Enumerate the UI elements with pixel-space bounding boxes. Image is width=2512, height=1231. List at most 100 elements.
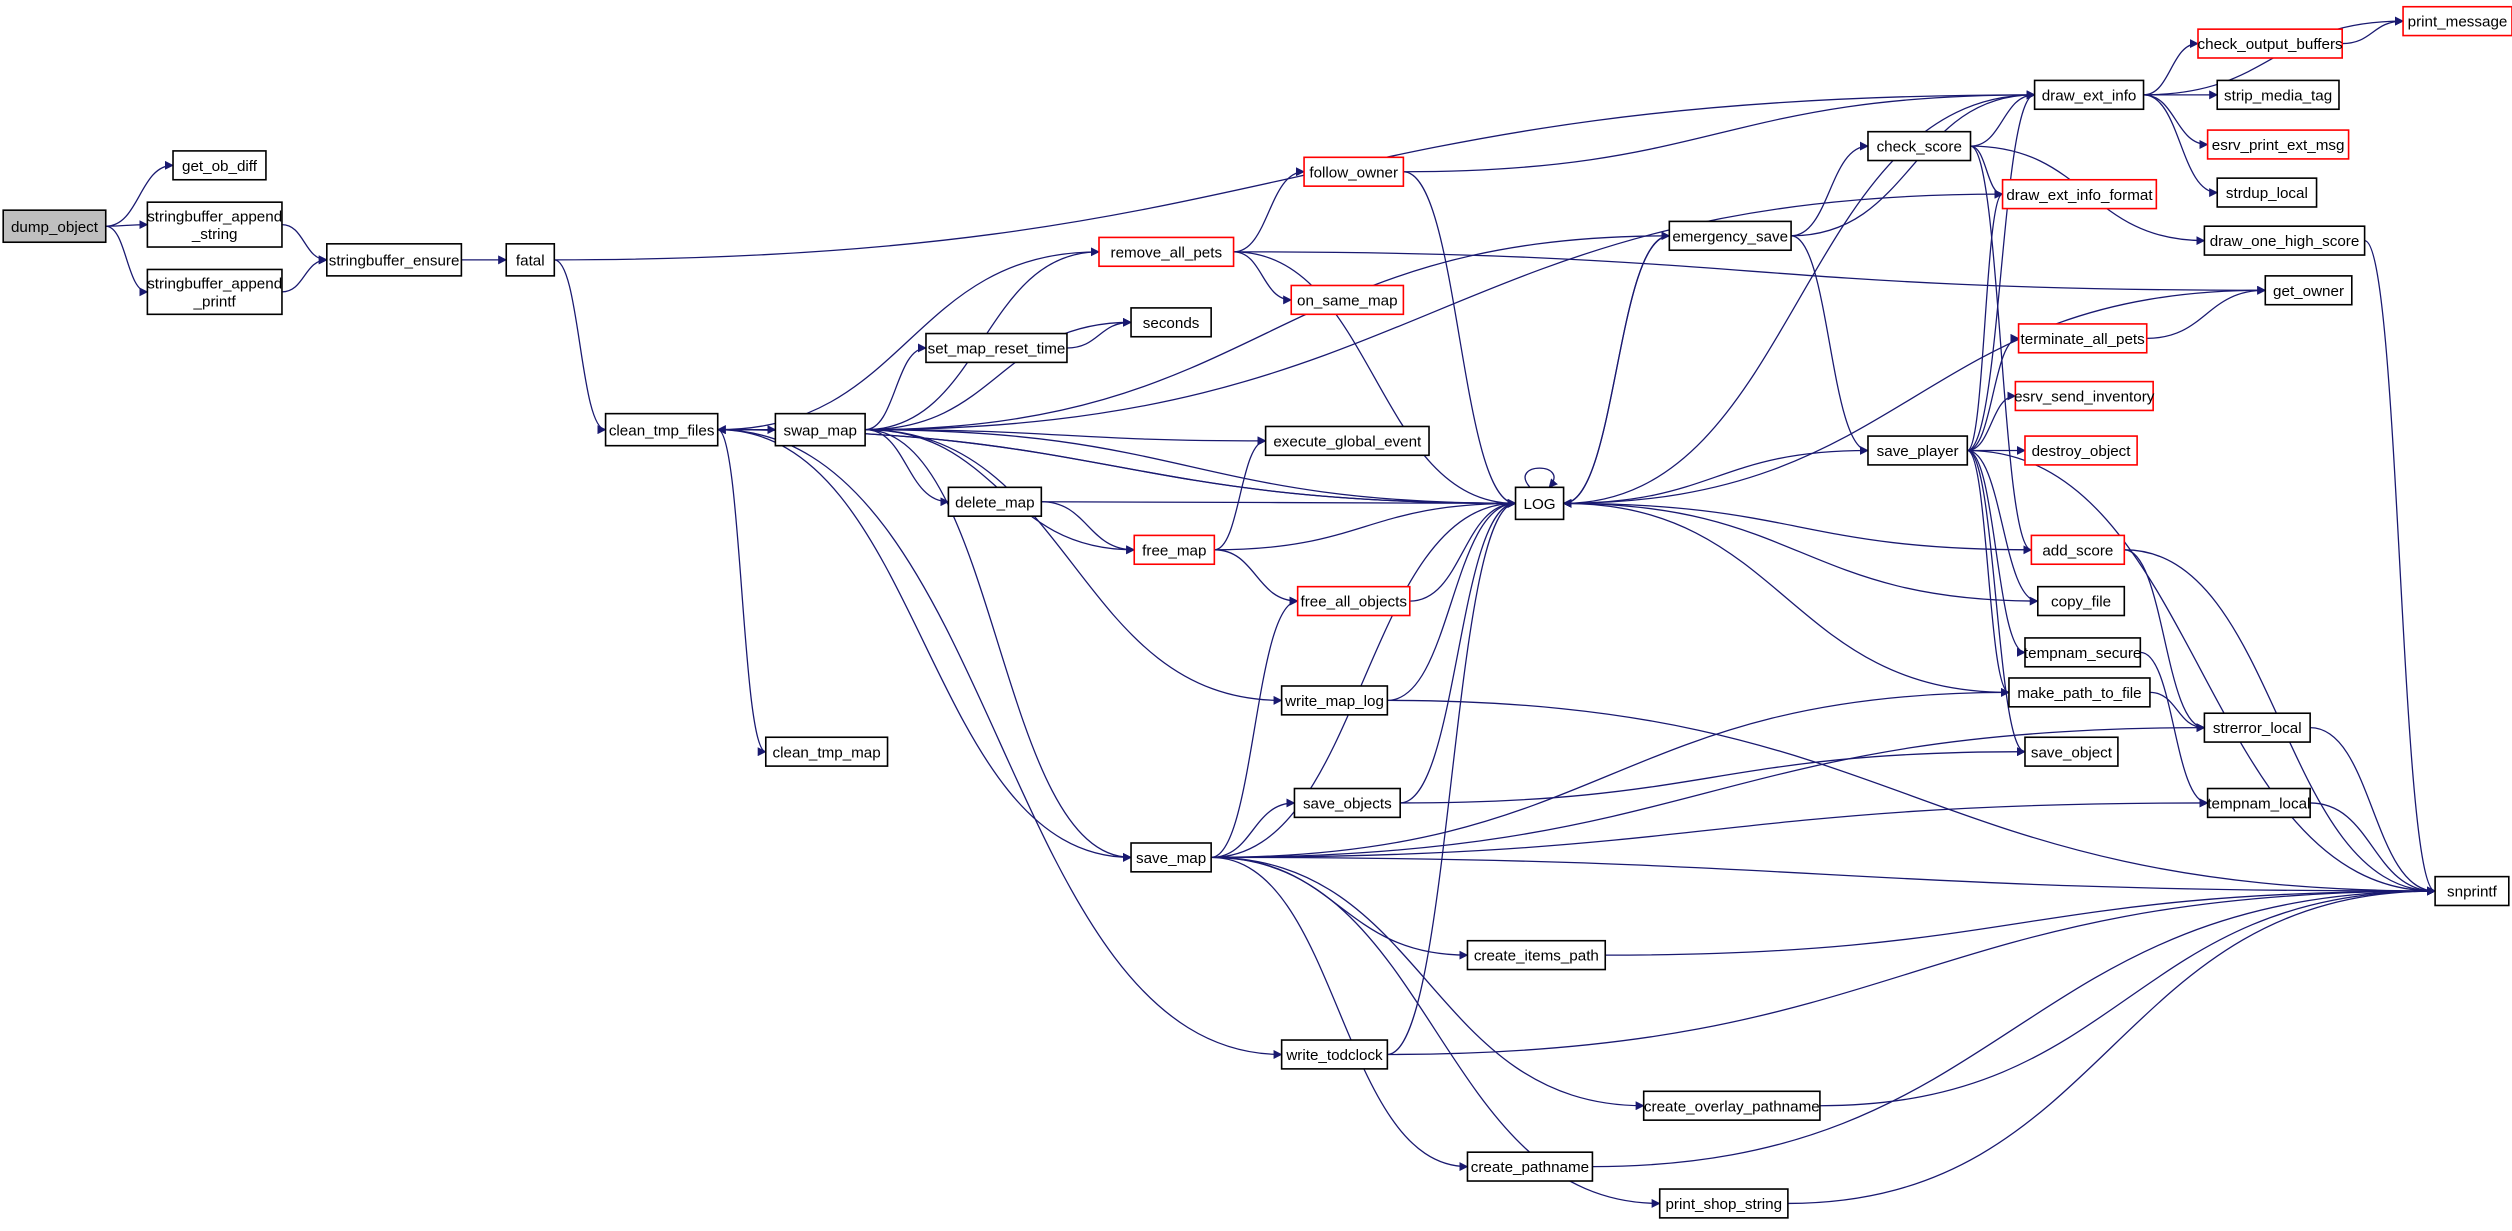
node-box [2, 209, 107, 244]
node-sb_append_printf[interactable]: stringbuffer_append_printf [146, 268, 283, 316]
edge-fatal-to-clean_tmp_files [554, 259, 607, 435]
node-box [2014, 380, 2154, 412]
edge-check_output_buffers-to-print_message [2342, 16, 2404, 45]
node-clean_tmp_map[interactable]: clean_tmp_map [764, 736, 889, 767]
node-label: strip_media_tag [2224, 87, 2332, 104]
node-set_map_reset_time[interactable]: set_map_reset_time [925, 332, 1068, 364]
node-box [2008, 677, 2151, 708]
node-write_todclock[interactable]: write_todclock [1280, 1039, 1389, 1070]
node-strerror_local[interactable]: strerror_local [2203, 712, 2311, 743]
node-free_map[interactable]: free_map [1133, 534, 1216, 566]
node-clean_tmp_files[interactable]: clean_tmp_files [604, 412, 719, 447]
edge-delete_map-to-LOG [1041, 498, 1517, 508]
node-terminate_all_pets[interactable]: terminate_all_pets [2017, 323, 2148, 354]
node-copy_file[interactable]: copy_file [2036, 585, 2126, 617]
node-box [2036, 585, 2126, 617]
edge-clean_tmp_files-to-save_map [717, 429, 1132, 862]
edge-save_map-to-make_path_to_file [1211, 687, 2010, 859]
edge-add_score-to-strerror_local [2124, 549, 2206, 733]
node-strdup_local[interactable]: strdup_local [2216, 177, 2318, 208]
node-draw_ext_info_format[interactable]: draw_ext_info_format [2001, 178, 2158, 210]
node-delete_map[interactable]: delete_map [947, 486, 1043, 517]
node-esrv_send_inventory[interactable]: esrv_send_inventory [2014, 380, 2155, 412]
node-snprintf[interactable]: snprintf [2434, 875, 2510, 907]
node-destroy_object[interactable]: destroy_object [2024, 435, 2138, 466]
node-esrv_print_ext_msg[interactable]: esrv_print_ext_msg [2206, 129, 2350, 160]
node-on_same_map[interactable]: on_same_map [1290, 284, 1405, 316]
edge-dump_object-to-get_ob_diff [105, 160, 174, 227]
edge-dump_object-to-sb_append_printf [105, 225, 149, 297]
node-label: stringbuffer_append [147, 276, 282, 293]
node-label: strerror_local [2213, 720, 2302, 737]
node-dump_object[interactable]: dump_object [2, 209, 107, 244]
node-follow_owner[interactable]: follow_owner [1303, 156, 1405, 187]
node-label: emergency_save [1672, 228, 1788, 245]
node-tempnam_secure[interactable]: tempnam_secure [2024, 637, 2141, 668]
node-emergency_save[interactable]: emergency_save [1668, 220, 1792, 252]
node-label: check_score [1877, 139, 1962, 156]
node-print_shop_string[interactable]: print_shop_string [1658, 1188, 1789, 1219]
edge-dump_object-to-sb_append_string [105, 220, 149, 230]
node-fatal[interactable]: fatal [505, 243, 556, 277]
node-box [2206, 787, 2311, 819]
node-box [1867, 130, 1972, 162]
node-save_player[interactable]: save_player [1867, 435, 1969, 466]
node-swap_map[interactable]: swap_map [774, 412, 866, 447]
edge-save_map-to-free_all_objects [1211, 596, 1299, 859]
node-create_overlay_pathname[interactable]: create_overlay_pathname [1642, 1090, 1821, 1121]
node-label: copy_file [2051, 594, 2111, 611]
node-make_path_to_file[interactable]: make_path_to_file [2008, 677, 2151, 708]
node-execute_global_event[interactable]: execute_global_event [1264, 425, 1430, 457]
edge-check_score-to-draw_ext_info_format [1970, 145, 2004, 199]
node-draw_one_high_score[interactable]: draw_one_high_score [2203, 225, 2366, 256]
node-print_message[interactable]: print_message [2402, 5, 2512, 37]
edge-save_player-to-draw_ext_info_format [1966, 189, 2004, 452]
node-label: fatal [516, 252, 545, 269]
edge-save_map-to-snprintf [1211, 856, 2436, 896]
edge-remove_all_pets-to-on_same_map [1233, 251, 1293, 305]
edge-swap_map-to-emergency_save [865, 231, 1671, 431]
node-label: make_path_to_file [2017, 685, 2141, 702]
node-save_map[interactable]: save_map [1130, 842, 1212, 873]
node-label: stringbuffer_append [147, 208, 282, 225]
node-save_objects[interactable]: save_objects [1293, 787, 1401, 819]
edge-make_path_to_file-to-LOG [1562, 498, 2009, 694]
node-label: destroy_object [2032, 443, 2132, 460]
node-tempnam_local[interactable]: tempnam_local [2206, 787, 2311, 819]
node-box [2197, 28, 2343, 59]
node-get_owner[interactable]: get_owner [2264, 275, 2353, 306]
node-draw_ext_info[interactable]: draw_ext_info [2033, 79, 2145, 111]
node-write_map_log[interactable]: write_map_log [1280, 685, 1389, 716]
node-strip_media_tag[interactable]: strip_media_tag [2216, 79, 2340, 111]
node-free_all_objects[interactable]: free_all_objects [1296, 585, 1411, 617]
node-box [1290, 284, 1405, 316]
node-create_pathname[interactable]: create_pathname [1466, 1151, 1594, 1182]
node-label: save_map [1136, 850, 1206, 867]
edge-strerror_local-to-snprintf [2310, 727, 2436, 896]
node-check_output_buffers[interactable]: check_output_buffers [2197, 28, 2343, 59]
node-label: add_score [2042, 542, 2113, 559]
node-create_items_path[interactable]: create_items_path [1466, 939, 1607, 971]
node-sb_append_string[interactable]: stringbuffer_append_string [146, 201, 283, 248]
edge-delete_map-to-free_map [1041, 501, 1136, 555]
node-box [2264, 275, 2353, 306]
node-save_object[interactable]: save_object [2024, 736, 2119, 767]
node-LOG[interactable]: LOG [1514, 486, 1565, 521]
node-get_ob_diff[interactable]: get_ob_diff [172, 150, 267, 181]
node-add_score[interactable]: add_score [2030, 534, 2126, 566]
node-box [1466, 939, 1607, 971]
node-box [764, 736, 889, 767]
node-label: create_pathname [1471, 1159, 1589, 1176]
node-check_score[interactable]: check_score [1867, 130, 1972, 162]
node-remove_all_pets[interactable]: remove_all_pets [1098, 236, 1235, 268]
node-label: _string [191, 226, 238, 243]
node-box [1098, 236, 1235, 268]
node-label: write_map_log [1284, 693, 1384, 710]
node-label: clean_tmp_files [609, 422, 715, 439]
node-sb_ensure[interactable]: stringbuffer_ensure [326, 243, 463, 277]
edge-LOG-to-clean_tmp_files [716, 425, 1516, 504]
node-label: create_items_path [1474, 948, 1599, 965]
edge-create_pathname-to-snprintf [1592, 886, 2436, 1168]
node-box [326, 243, 463, 277]
node-seconds[interactable]: seconds [1130, 307, 1212, 338]
